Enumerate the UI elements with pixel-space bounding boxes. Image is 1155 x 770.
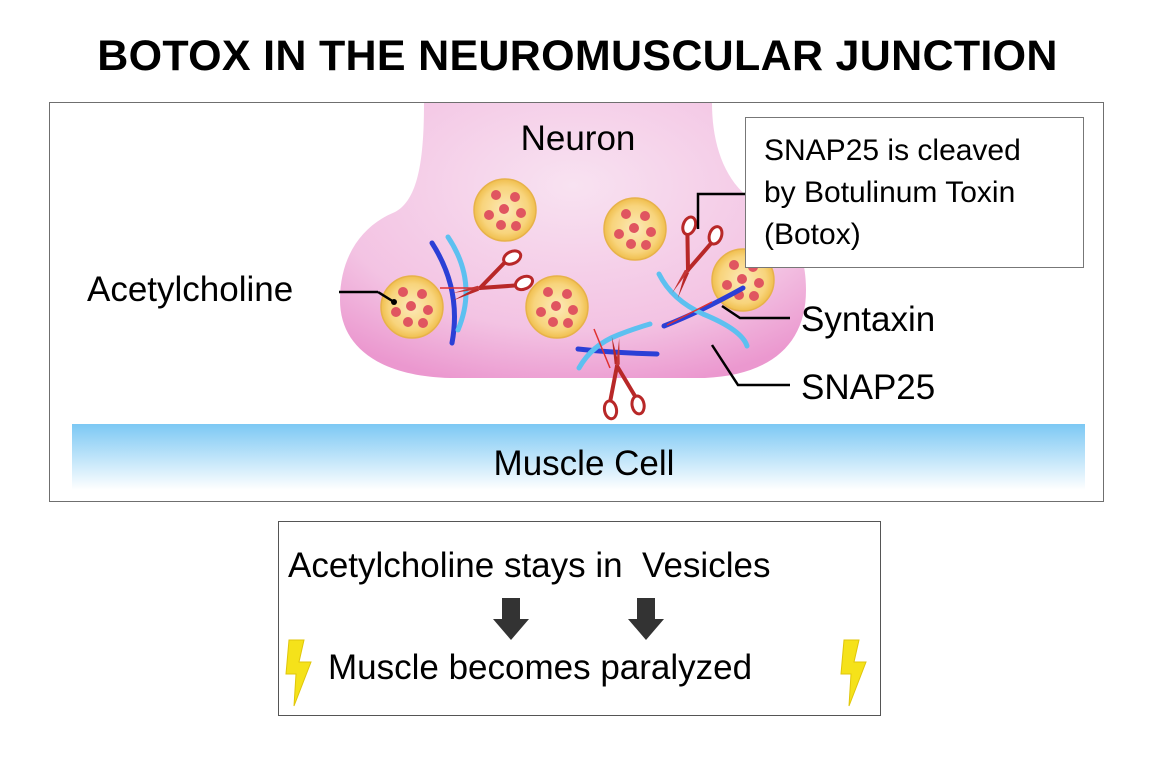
syntaxin-strand [575,346,660,357]
vesicle [603,197,667,261]
summary-box [278,521,881,716]
syntaxin-strand [429,240,457,346]
syntaxin-leader [721,304,790,320]
summary-line-1: Acetylcholine stays in Vesicles [288,546,771,585]
snap25-label: SNAP25 [801,368,935,407]
note-leader [696,192,745,229]
snap25-strand [445,234,469,333]
syntaxin-label: Syntaxin [801,300,935,339]
snap25-strand [656,271,750,349]
vesicle [380,275,444,339]
diagram-title: BOTOX IN THE NEUROMUSCULAR JUNCTION [97,32,1058,80]
note-line-2: by Botulinum Toxin [764,176,1016,209]
note-line-3: (Botox) [764,218,861,251]
neuron-label: Neuron [521,119,636,158]
vesicle [525,275,589,339]
muscle-cell-label: Muscle Cell [494,444,675,483]
snap25-strand [576,321,653,371]
muscle-cell [72,424,1085,490]
note-box: SNAP25 is cleaved by Botulinum Toxin (Bo… [745,117,1084,268]
note-line-1: SNAP25 is cleaved [764,134,1021,167]
snap25-leader [710,344,790,387]
vesicle [473,178,537,242]
summary-line-2: Muscle becomes paralyzed [328,648,753,687]
acetylcholine-label: Acetylcholine [87,270,293,309]
